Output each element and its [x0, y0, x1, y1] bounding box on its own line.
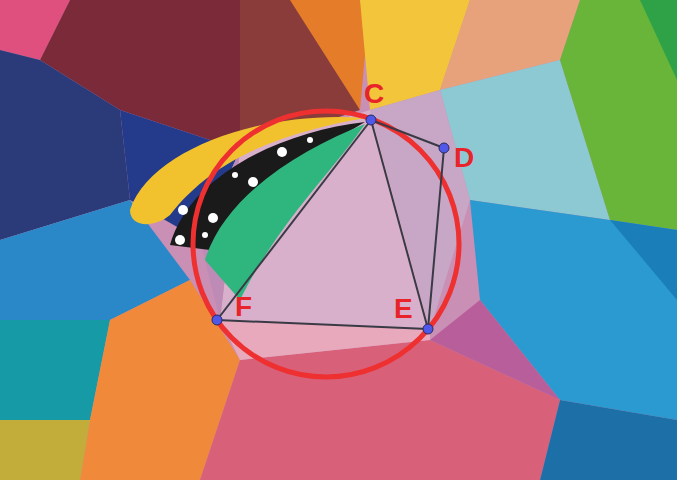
point-label: D — [454, 144, 474, 172]
construction — [193, 111, 459, 377]
point-label: F — [235, 293, 252, 321]
point-label: C — [364, 80, 384, 108]
segment — [371, 120, 444, 148]
point — [439, 143, 449, 153]
segment — [428, 148, 444, 329]
point — [366, 115, 376, 125]
segment — [217, 120, 371, 320]
decoration-stripes — [130, 117, 365, 300]
point-label: E — [394, 295, 413, 323]
circle — [193, 111, 459, 377]
point — [423, 324, 433, 334]
point — [212, 315, 222, 325]
segment — [371, 120, 428, 329]
